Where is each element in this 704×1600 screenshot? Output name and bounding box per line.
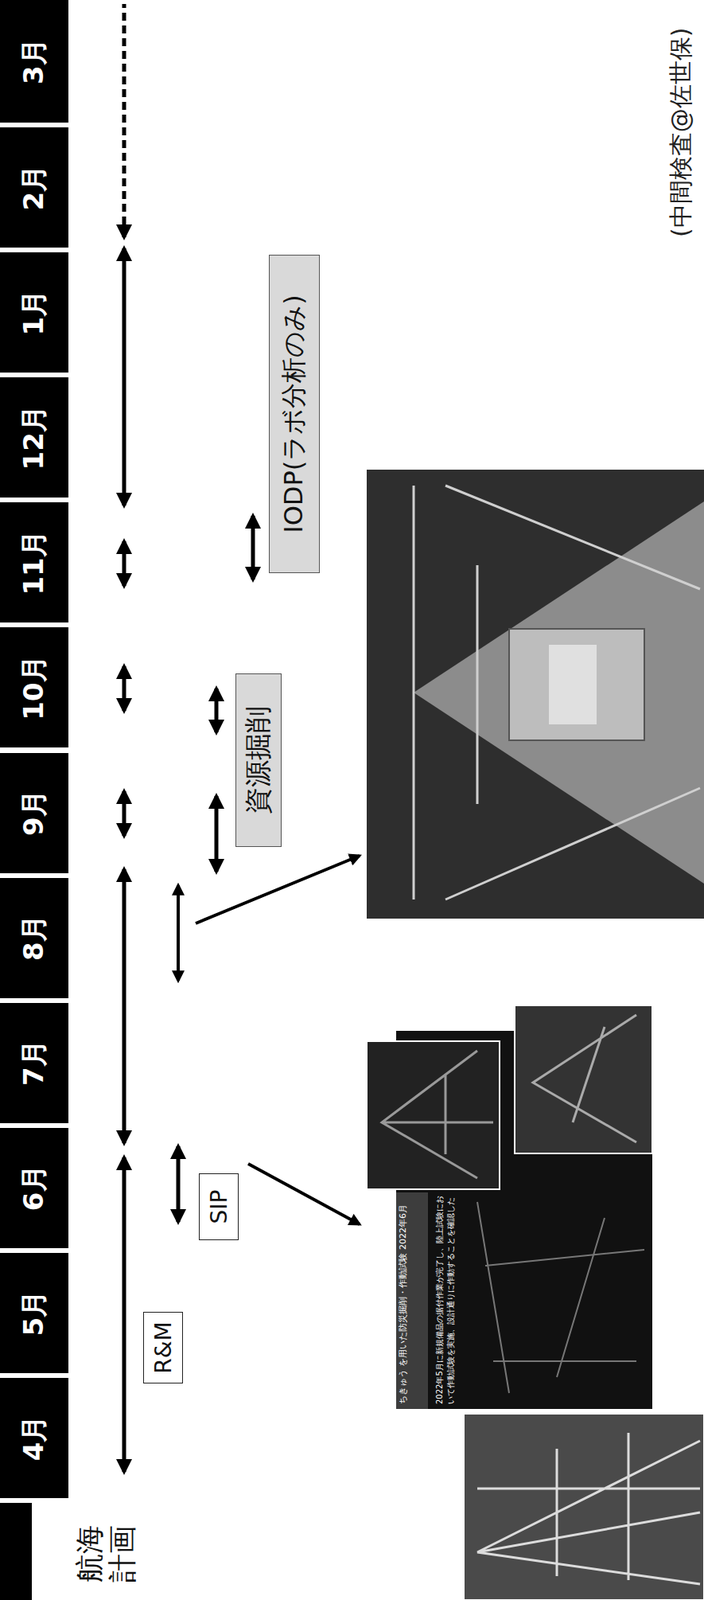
title-bar bbox=[396, 1191, 428, 1408]
photo-title: ちきゅう を用いた防災掘削・作動試験 2022年6月 bbox=[397, 1194, 409, 1404]
node-text: 1月 bbox=[15, 289, 53, 336]
node-text: 12月 bbox=[15, 404, 53, 470]
photo-structure bbox=[532, 1014, 637, 1142]
period-arrow bbox=[122, 248, 127, 506]
photo-caption: 2022年5月に新規備品の据付作業が完了し、陸上試験において作動試験を実施、設計… bbox=[434, 1194, 456, 1404]
photo-structure bbox=[477, 1201, 645, 1393]
photo-structure bbox=[548, 644, 597, 724]
activity-box: R&M bbox=[143, 1310, 183, 1383]
period-arrow bbox=[251, 515, 256, 580]
photo-structure bbox=[509, 628, 645, 740]
activity-box: 資源掘削 bbox=[235, 672, 282, 847]
photo-structure bbox=[381, 1050, 494, 1178]
period-arrow bbox=[122, 790, 127, 836]
period-arrow bbox=[214, 688, 219, 732]
period-arrow bbox=[176, 1145, 181, 1222]
month-cell: 3月 bbox=[0, 0, 69, 123]
period-arrow bbox=[214, 795, 219, 872]
month-cell: 8月 bbox=[0, 877, 69, 998]
month-cell: 11月 bbox=[0, 501, 69, 623]
period-arrow bbox=[122, 1156, 127, 1471]
node-text: 10月 bbox=[15, 654, 53, 720]
activity-box: SIP bbox=[198, 1172, 239, 1240]
month-cell: 5月 bbox=[0, 1252, 69, 1373]
bar-segment bbox=[0, 1501, 32, 1599]
period-arrow bbox=[122, 868, 127, 1143]
pointer-arrow bbox=[195, 855, 360, 923]
dotted-arrow bbox=[122, 3, 127, 238]
node-text: 6月 bbox=[15, 1163, 53, 1210]
period-arrow bbox=[122, 665, 127, 711]
node-text: 2月 bbox=[15, 164, 53, 211]
photo bbox=[366, 469, 704, 918]
section-heading: 航海計画 bbox=[73, 1520, 140, 1582]
month-cell: 10月 bbox=[0, 626, 69, 747]
pointer-arrow bbox=[248, 1162, 360, 1224]
node-text: SIP bbox=[206, 1189, 233, 1224]
photo bbox=[463, 1412, 704, 1599]
month-cell: 6月 bbox=[0, 1127, 69, 1248]
month-cell: 4月 bbox=[0, 1376, 69, 1498]
month-cell: 12月 bbox=[0, 377, 69, 498]
month-cell: 1月 bbox=[0, 252, 69, 373]
photo-structure bbox=[413, 485, 701, 899]
node-text: 3月 bbox=[15, 38, 53, 85]
activity-box: IODP(ラボ分析のみ) bbox=[268, 254, 320, 573]
month-cell: 7月 bbox=[0, 1002, 69, 1123]
period-arrow bbox=[122, 540, 127, 586]
photo bbox=[366, 1040, 500, 1189]
photo bbox=[514, 1004, 653, 1153]
note-text: (中間検査@佐世保) bbox=[665, 27, 698, 238]
photo-structure bbox=[477, 1431, 701, 1584]
node-text: 4月 bbox=[15, 1414, 53, 1461]
period-arrow bbox=[176, 884, 180, 981]
node-text: 7月 bbox=[15, 1038, 53, 1086]
node-text: R&M bbox=[150, 1320, 177, 1373]
photo-structure bbox=[413, 501, 704, 883]
node-text: 8月 bbox=[15, 914, 53, 961]
node-text: 9月 bbox=[15, 789, 53, 836]
node-text: 11月 bbox=[15, 529, 53, 595]
month-cell: 9月 bbox=[0, 752, 69, 873]
node-text: 資源掘削 bbox=[240, 705, 277, 814]
node-text: 5月 bbox=[15, 1289, 53, 1336]
month-cell: 2月 bbox=[0, 127, 69, 248]
node-text: IODP(ラボ分析のみ) bbox=[276, 294, 312, 533]
